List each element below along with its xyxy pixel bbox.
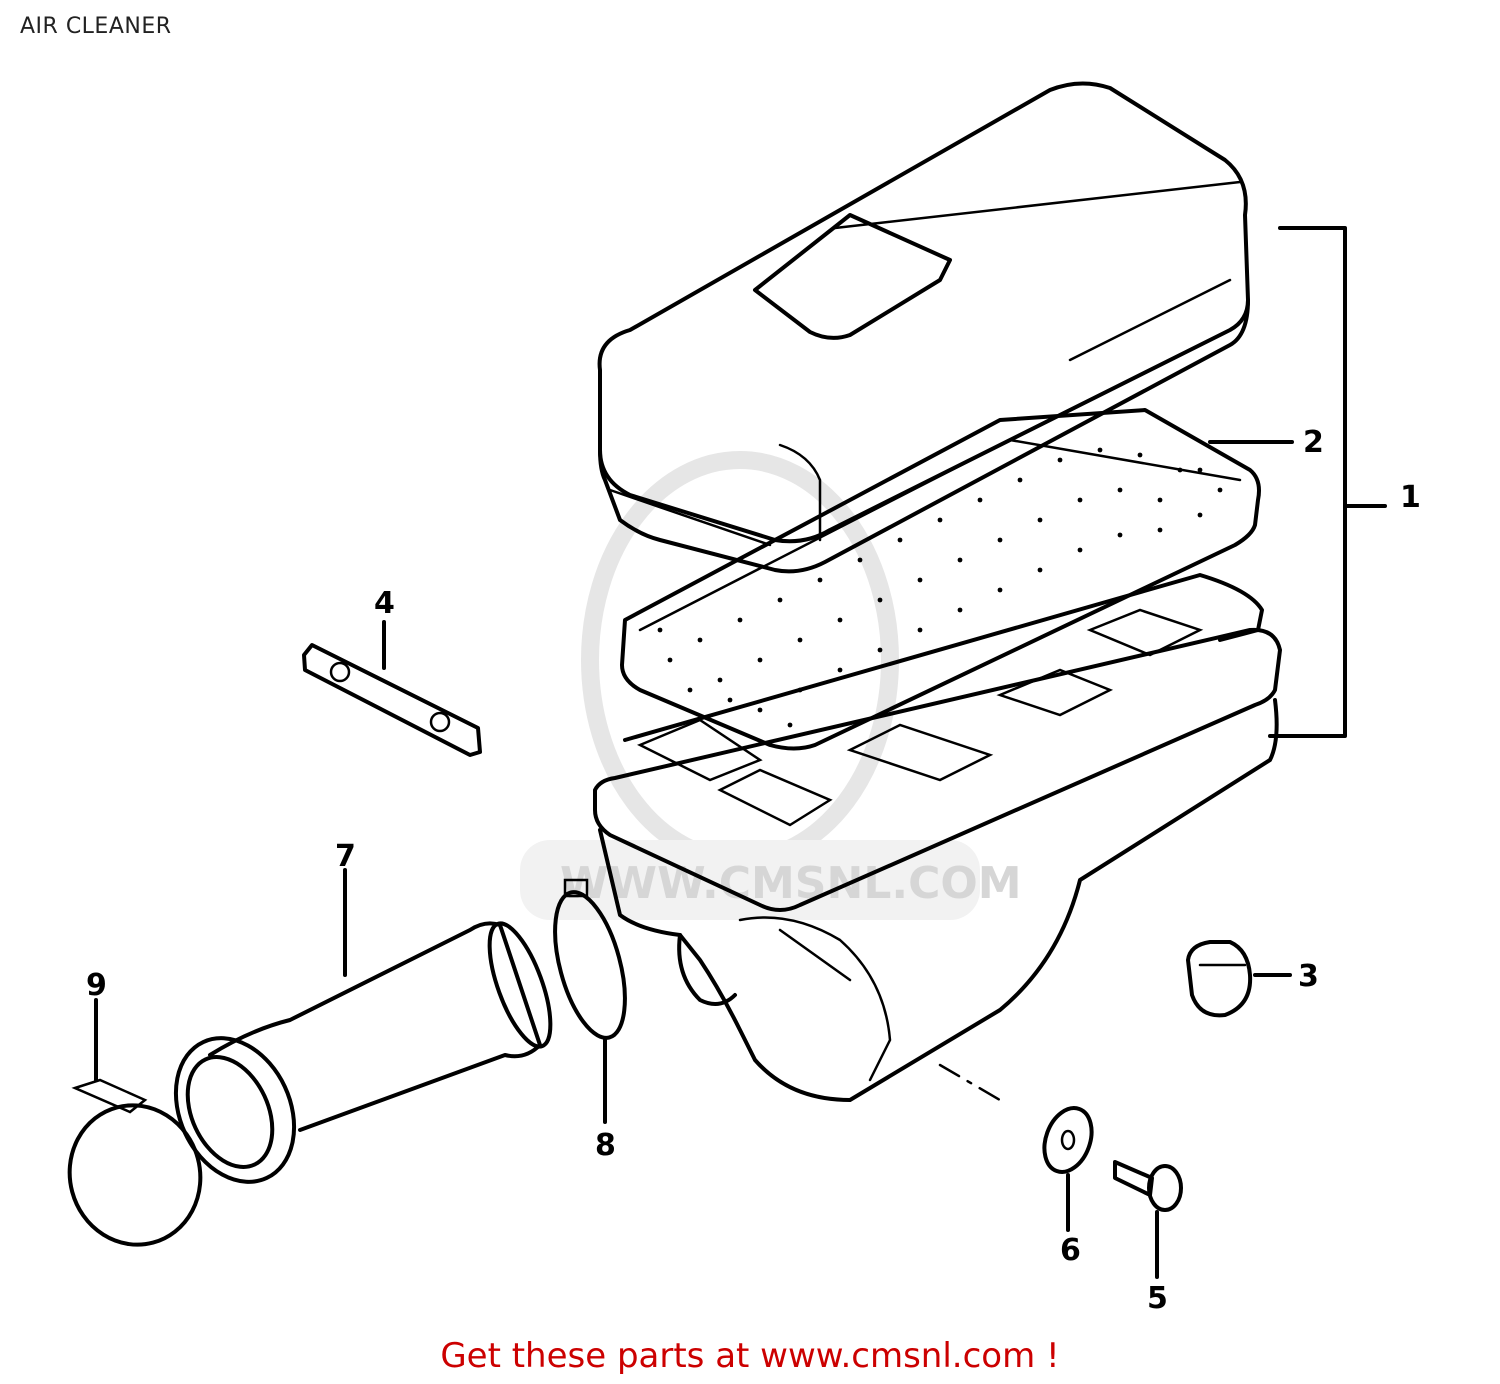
footer-link[interactable]: Get these parts at www.cmsnl.com ! [440, 1336, 1060, 1376]
callout-6: 6 [1060, 1233, 1081, 1268]
callout-2: 2 [1303, 425, 1324, 460]
callout-7: 7 [335, 839, 356, 874]
intake-duct [173, 868, 553, 1184]
page-title: AIR CLEANER [20, 14, 172, 39]
callout-8: 8 [595, 1128, 616, 1163]
hose-clamp-8 [553, 878, 627, 1124]
watermark-text: WWW.CMSNL.COM [560, 858, 1022, 909]
screw [1113, 1160, 1183, 1279]
watermark: WWW.CMSNL.COM [520, 451, 1022, 920]
callout-4: 4 [374, 586, 395, 621]
washer [1042, 1106, 1094, 1232]
callout-1: 1 [1400, 480, 1421, 515]
bracket-part-1 [1268, 226, 1387, 738]
mounting-plate [302, 620, 482, 757]
filter-element [620, 408, 1261, 751]
callout-3: 3 [1298, 959, 1319, 994]
callout-9: 9 [86, 968, 107, 1003]
air-cleaner-case [593, 573, 1282, 1105]
hose-clamp-9 [67, 998, 203, 1247]
air-cleaner-cover [597, 81, 1250, 574]
drain-plug [1186, 940, 1292, 1018]
callout-5: 5 [1147, 1281, 1168, 1316]
